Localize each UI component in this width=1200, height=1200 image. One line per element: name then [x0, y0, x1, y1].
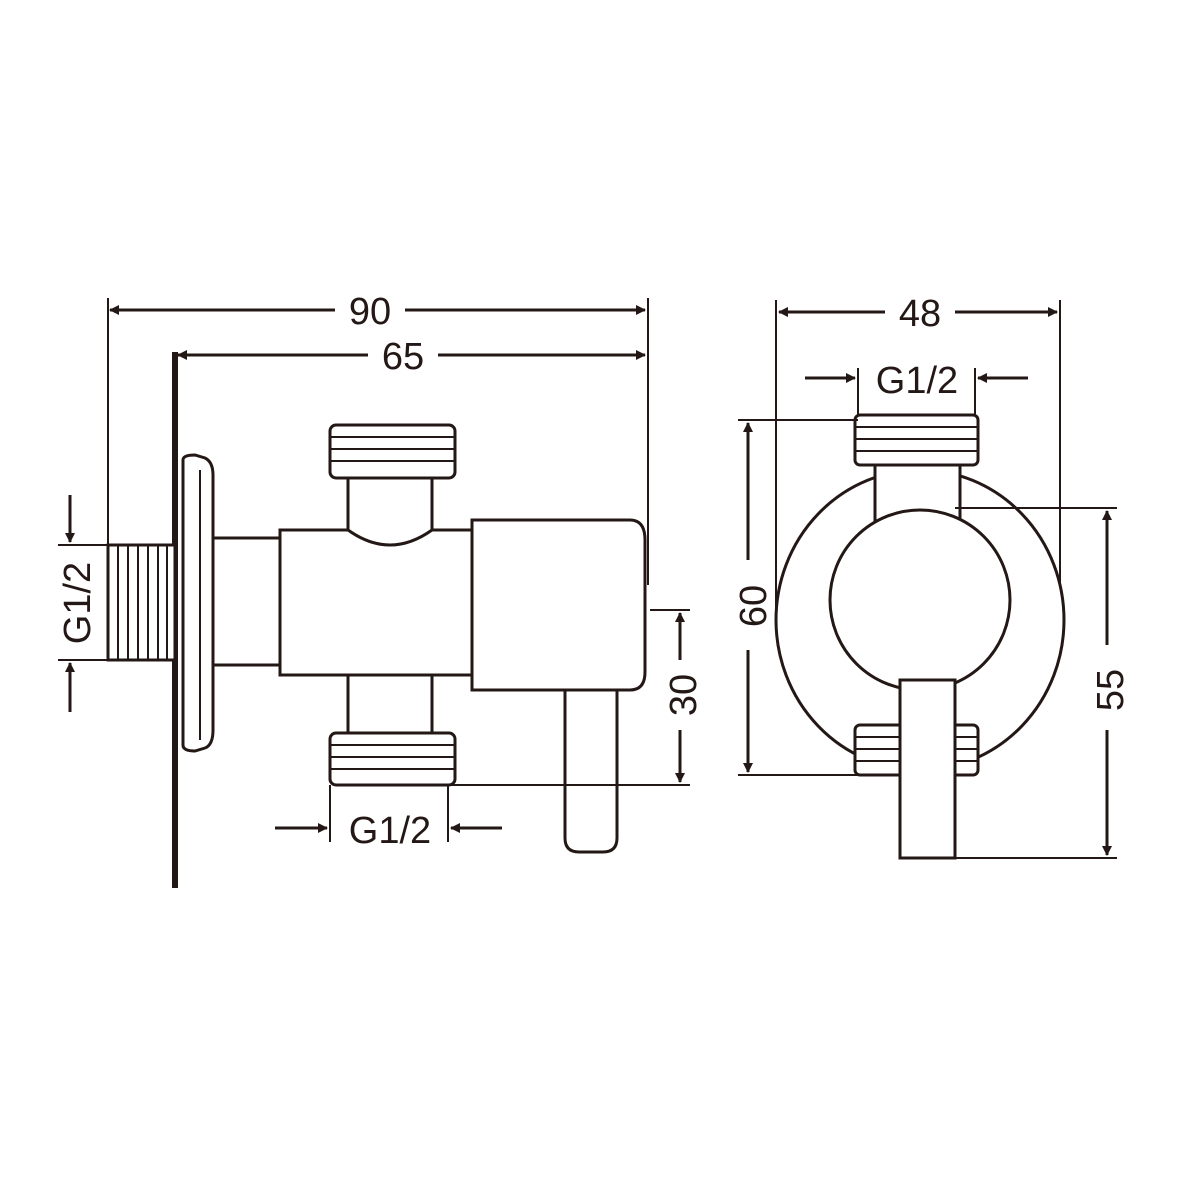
inlet-thread-label: G1/2 — [57, 562, 99, 644]
valve-handle — [563, 688, 619, 854]
top-outlet-nut — [328, 423, 457, 480]
body-tee — [278, 528, 474, 677]
body-neck — [211, 536, 285, 667]
inlet-thread — [106, 543, 177, 662]
dim-handle-offset: 30 — [663, 674, 705, 716]
inner-cylinder — [828, 508, 1012, 692]
top-thread-label: G1/2 — [876, 360, 958, 402]
bottom-branch-neck — [346, 673, 434, 737]
front-handle — [898, 678, 957, 860]
valve-cylinder — [470, 518, 647, 692]
outlet-thread-label: G1/2 — [349, 810, 431, 852]
thread-lines — [117, 545, 168, 660]
dim-handle-height: 55 — [1090, 669, 1132, 711]
bottom-outlet-nut — [328, 731, 457, 787]
front-view: 48 G1/2 60 55 — [733, 293, 1132, 860]
side-view: 90 65 G1/2 — [57, 291, 705, 888]
flange — [181, 453, 215, 753]
dim-height: 60 — [733, 585, 775, 627]
dim-overall-length: 90 — [349, 291, 391, 333]
top-branch-neck — [346, 476, 434, 547]
dim-width: 48 — [899, 293, 941, 335]
dim-body-length: 65 — [382, 336, 424, 378]
